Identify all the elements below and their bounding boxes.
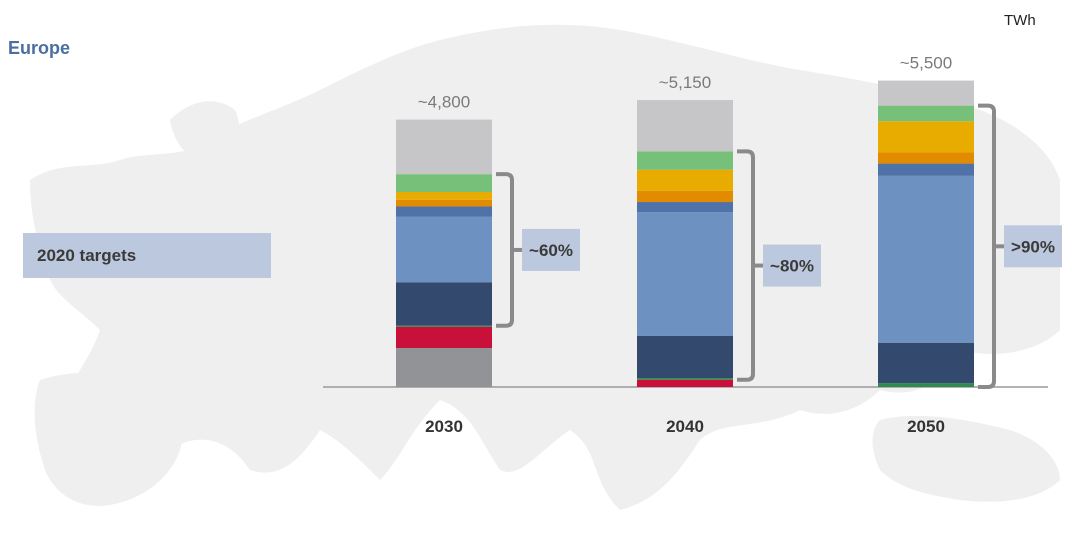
targets-label: 2020 targets	[37, 245, 137, 265]
region-title: Europe	[8, 38, 71, 58]
share-box	[522, 228, 580, 271]
share-bracket	[496, 172, 514, 328]
bar-segment	[396, 174, 492, 192]
bar-segment	[396, 199, 492, 207]
share-label: ~60%	[529, 241, 573, 260]
bar-segment	[878, 105, 974, 122]
bar-segment	[396, 325, 492, 327]
bar-segment	[396, 348, 492, 387]
targets-box: 2020 targets	[23, 233, 271, 278]
bar-segment	[878, 383, 974, 387]
share-box	[763, 244, 821, 287]
bar-segment	[637, 379, 733, 387]
bar-segment	[637, 335, 733, 379]
bar-segment	[396, 216, 492, 283]
share-bracket	[978, 103, 996, 389]
bar-segment	[878, 342, 974, 384]
bar-segment	[637, 378, 733, 380]
bar-segment	[396, 326, 492, 348]
bar-segment	[878, 175, 974, 343]
bar-segment	[637, 190, 733, 203]
bar-segment	[637, 202, 733, 213]
share-label: ~80%	[770, 257, 814, 276]
category-label: 2040	[666, 417, 704, 436]
bar-segment	[637, 100, 733, 152]
share-box	[1004, 225, 1062, 268]
bar-total-label: ~5,150	[659, 73, 711, 92]
category-label: 2030	[425, 417, 463, 436]
category-label: 2050	[907, 417, 945, 436]
bar-segment	[878, 163, 974, 176]
bar-segment	[878, 80, 974, 106]
share-bracket	[737, 149, 755, 382]
bar-total-label: ~5,500	[900, 54, 952, 73]
bar-segment	[878, 121, 974, 153]
bar-segment	[637, 212, 733, 336]
bar-segment	[396, 206, 492, 217]
bar-segment	[396, 282, 492, 326]
bar-segment	[396, 119, 492, 175]
share-label: >90%	[1011, 237, 1055, 256]
bar-segment	[637, 169, 733, 191]
bar-segment	[396, 192, 492, 200]
bar-segment	[637, 151, 733, 170]
unit-label: TWh	[1004, 12, 1036, 29]
bar-segment	[878, 152, 974, 164]
bar-total-label: ~4,800	[418, 93, 470, 112]
